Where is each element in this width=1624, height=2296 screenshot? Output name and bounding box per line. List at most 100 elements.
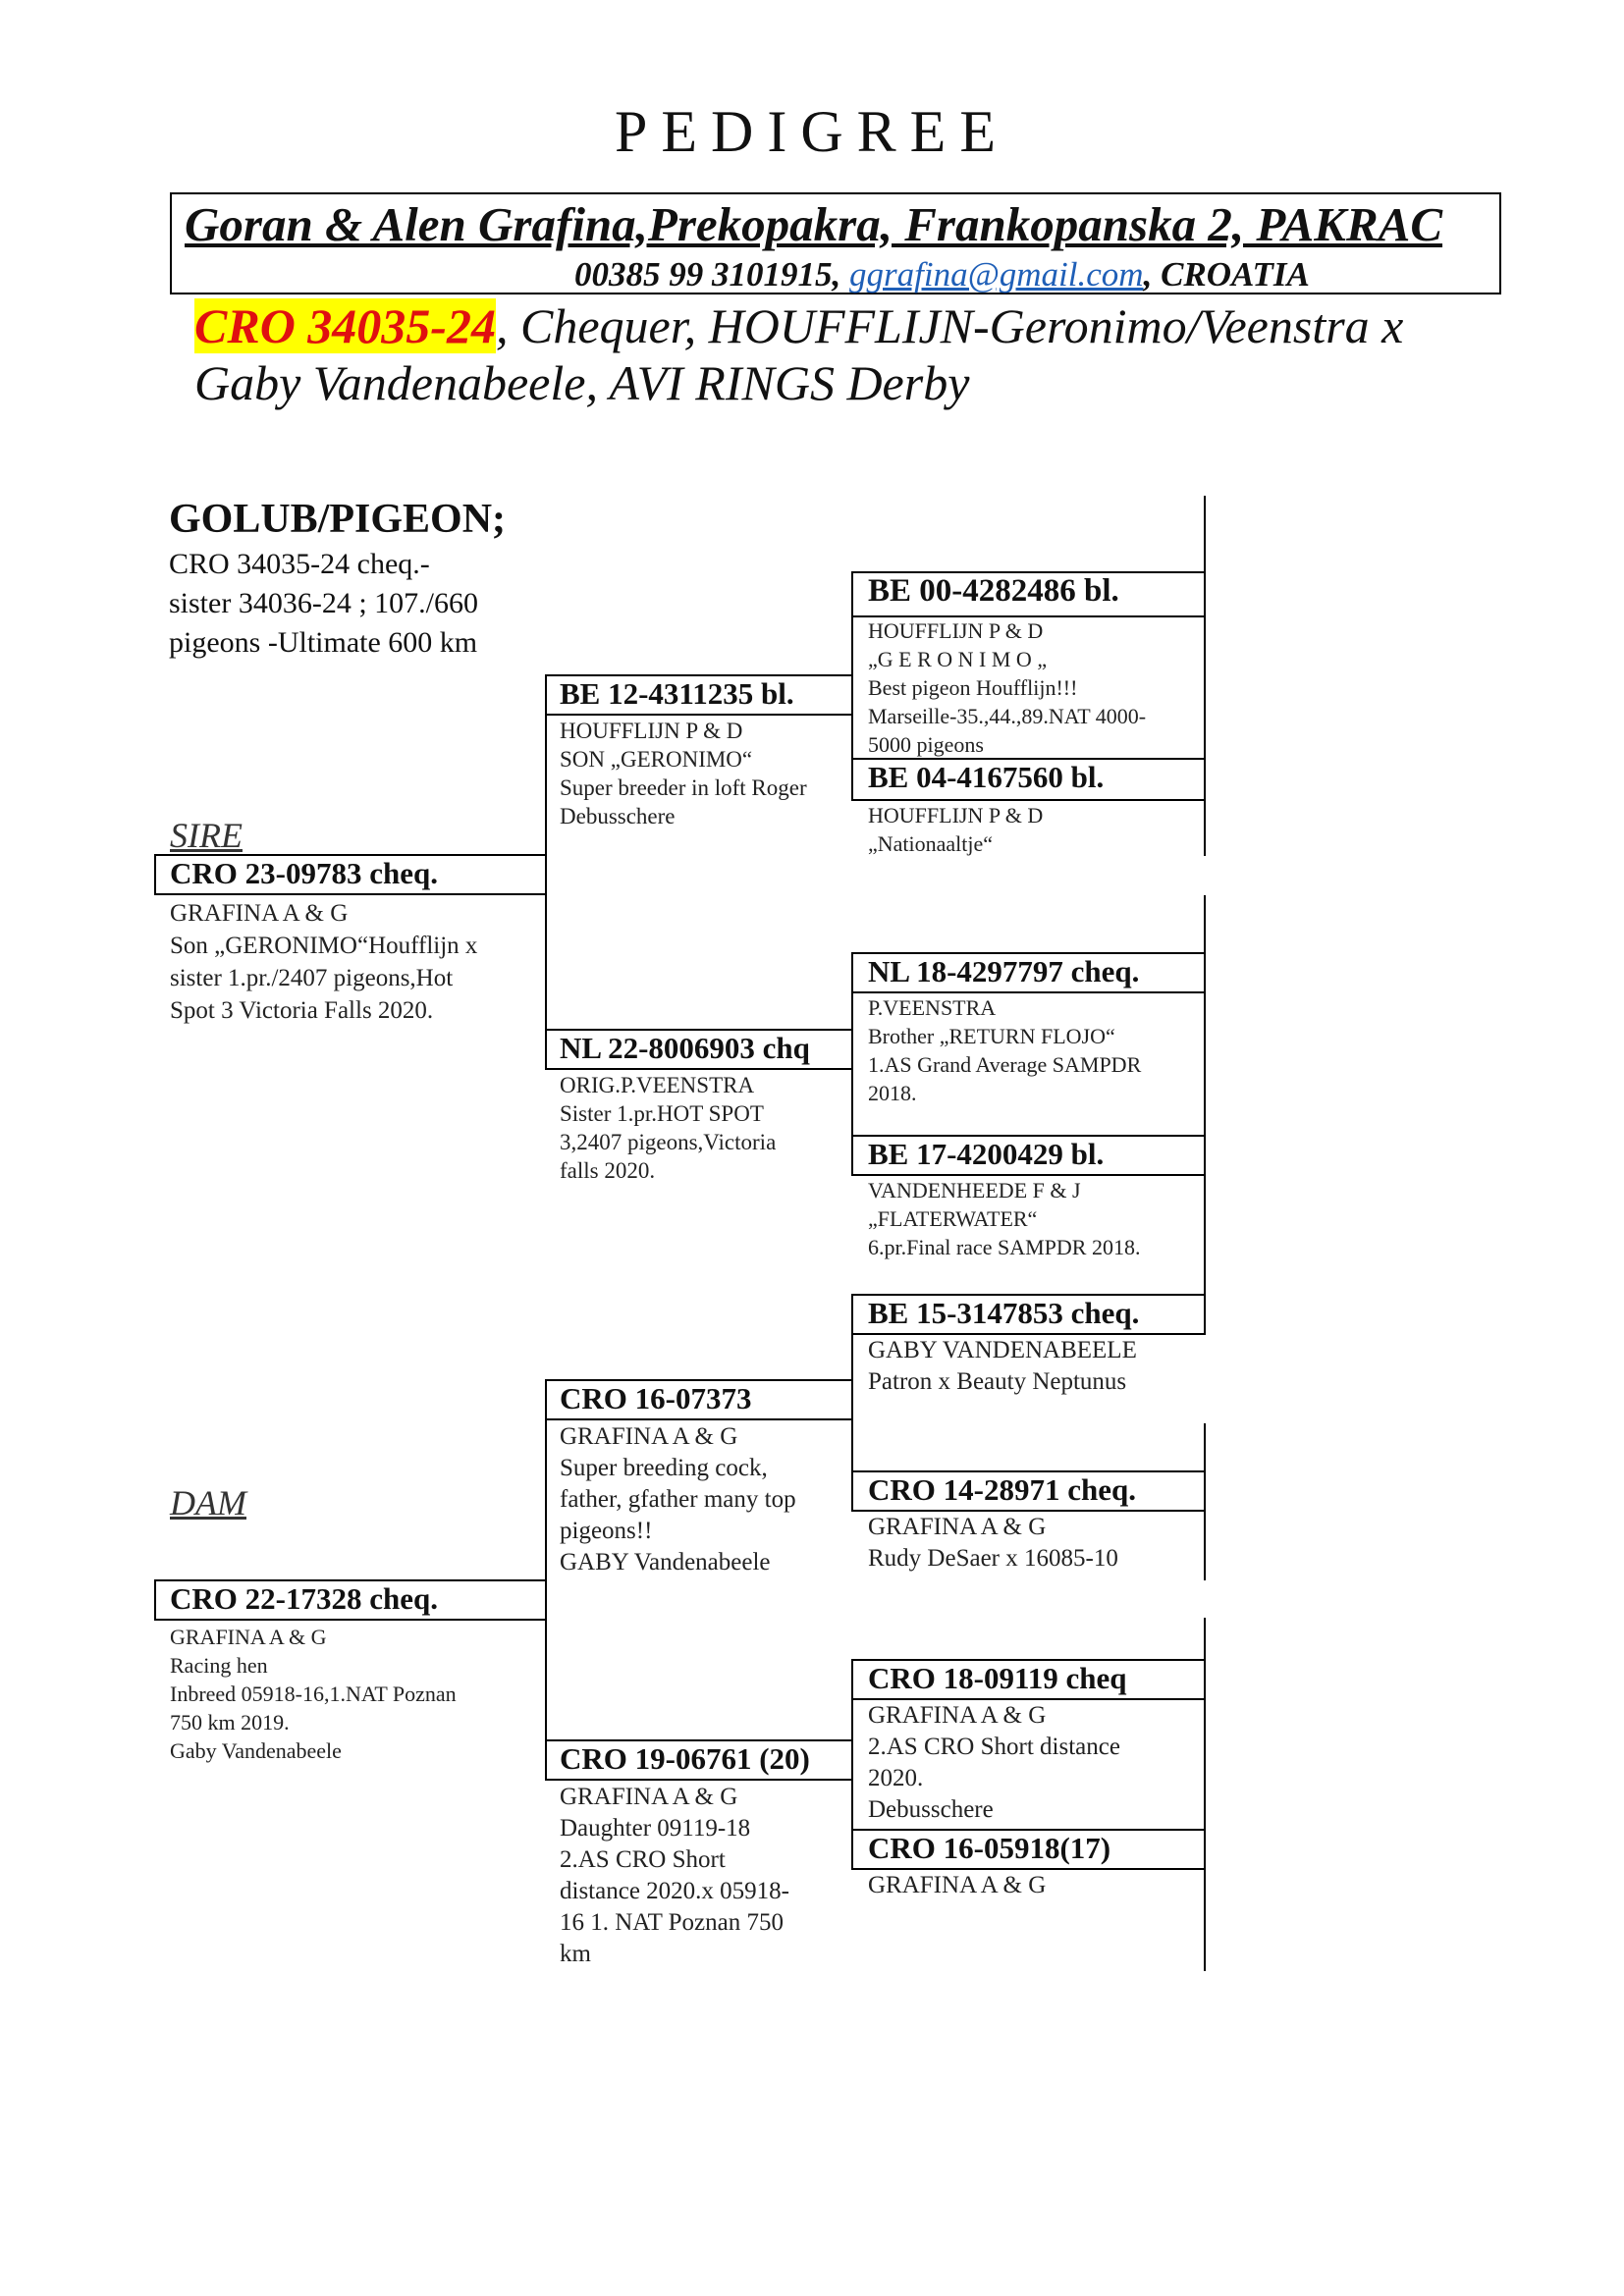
ss-branch-line (851, 571, 853, 801)
pigeon-heading: CRO 34035-24, Chequer, HOUFFLIJN-Geronim… (194, 297, 1403, 411)
dsd-ring: CRO 14-28971 cheq. (868, 1472, 1136, 1507)
sire-bottom-line (154, 893, 545, 895)
sire-left-line (154, 854, 156, 895)
ss-line: Debusschere (560, 804, 676, 828)
dam-ring: CRO 22-17328 cheq. (170, 1581, 438, 1616)
ss-description: HOUFFLIJN P & D SON „GERONIMO“ Super bre… (560, 717, 807, 830)
ssd-description: HOUFFLIJN P & D „Nationaaltje“ (868, 801, 1043, 858)
dam-line: 750 km 2019. (170, 1710, 290, 1735)
dds-bottom-line (851, 1698, 1204, 1700)
dd-line: 16 1. NAT Poznan 750 (560, 1909, 785, 1936)
dd-top-line (545, 1739, 851, 1741)
sds-top-line (851, 952, 1204, 954)
dds-line: Debusschere (868, 1796, 994, 1823)
dd-line: km (560, 1941, 591, 1967)
dss-top-line (851, 1294, 1204, 1296)
ddd-top-line (851, 1829, 1204, 1831)
sire-line: Spot 3 Victoria Falls 2020. (170, 997, 434, 1024)
ssd-line: HOUFFLIJN P & D (868, 803, 1044, 828)
dsd-line: Rudy DeSaer x 16085-10 (868, 1545, 1118, 1572)
owner-email-link[interactable]: ggrafina@gmail.com (849, 255, 1144, 294)
dd-line: GRAFINA A & G (560, 1784, 738, 1810)
dam-line: Gaby Vandenabeele (170, 1738, 342, 1763)
dds-ring: CRO 18-09119 cheq (868, 1661, 1127, 1695)
sd-branch-line (851, 952, 853, 1176)
ddd-description: GRAFINA A & G (868, 1870, 1046, 1901)
owner-contact: 00385 99 3101915, ggrafina@gmail.com, CR… (574, 255, 1310, 294)
right-edge-line (1204, 496, 1206, 856)
subject-line: CRO 34035-24 cheq.- (169, 548, 430, 580)
sd-ring: NL 22-8006903 chq (560, 1031, 810, 1065)
sds-line: 2018. (868, 1081, 917, 1105)
sss-description: HOUFFLIJN P & D „G E R O N I M O „ Best … (868, 616, 1146, 759)
page-title: PEDIGREE (615, 99, 1009, 164)
sdd-ring: BE 17-4200429 bl. (868, 1137, 1105, 1171)
ddd-line: GRAFINA A & G (868, 1872, 1047, 1898)
ds-ring: CRO 16-07373 (560, 1381, 752, 1415)
sdd-description: VANDENHEEDE F & J „FLATERWATER“ 6.pr.Fin… (868, 1176, 1140, 1261)
dsd-top-line (851, 1470, 1204, 1472)
ddd-ring: CRO 16-05918(17) (868, 1831, 1111, 1865)
sdd-line: 6.pr.Final race SAMPDR 2018. (868, 1235, 1141, 1259)
ssd-ring: BE 04-4167560 bl. (868, 760, 1105, 794)
sire-line: GRAFINA A & G (170, 900, 349, 927)
subject-line: pigeons -Ultimate 600 km (169, 626, 478, 659)
dd-line: distance 2020.x 05918- (560, 1878, 789, 1904)
sire-label: SIRE (170, 816, 243, 855)
ssd-top-line (851, 758, 1204, 760)
sss-top-line (851, 571, 1204, 573)
dam-left-line (154, 1579, 156, 1621)
sds-bottom-line (851, 991, 1204, 993)
ss-line: Super breeder in loft Roger (560, 775, 807, 800)
dds-line: 2.AS CRO Short distance (868, 1734, 1120, 1760)
sss-bottom-line (851, 615, 1204, 617)
dam-line: Inbreed 05918-16,1.NAT Poznan (170, 1682, 457, 1706)
owner-country: , CROATIA (1143, 255, 1310, 294)
sss-line: Marseille-35.,44.,89.NAT 4000- (868, 704, 1147, 728)
ss-top-line (545, 674, 851, 676)
sd-bottom-line (545, 1068, 851, 1070)
dss-line: GABY VANDENABEELE (868, 1337, 1137, 1363)
dsd-line: GRAFINA A & G (868, 1514, 1047, 1540)
dd-description: GRAFINA A & G Daughter 09119-18 2.AS CRO… (560, 1782, 789, 1970)
sire-branch-line (545, 674, 547, 1070)
dam-line: GRAFINA A & G (170, 1625, 327, 1649)
dd-ring: CRO 19-06761 (20) (560, 1741, 810, 1776)
ss-line: HOUFFLIJN P & D (560, 719, 743, 743)
dam-description: GRAFINA A & G Racing hen Inbreed 05918-1… (170, 1623, 457, 1765)
ss-ring: BE 12-4311235 bl. (560, 676, 794, 711)
right-edge-line (1204, 1423, 1206, 1580)
ssd-bottom-line (851, 799, 1204, 801)
ds-line: GRAFINA A & G (560, 1423, 738, 1450)
ds-line: GABY Vandenabeele (560, 1549, 771, 1575)
dd-line: Daughter 09119-18 (560, 1815, 751, 1842)
dam-top-line (154, 1579, 545, 1581)
sire-line: sister 1.pr./2407 pigeons,Hot (170, 965, 454, 991)
sd-top-line (545, 1029, 851, 1031)
sss-line: HOUFFLIJN P & D (868, 618, 1044, 643)
ds-line: pigeons!! (560, 1518, 653, 1544)
dam-branch-line (545, 1379, 547, 1781)
subject-line: sister 34036-24 ; 107./660 (169, 587, 478, 619)
sire-description: GRAFINA A & G Son „GERONIMO“Houfflijn x … (170, 897, 477, 1027)
sdd-top-line (851, 1135, 1204, 1137)
dam-label: DAM (170, 1483, 246, 1522)
sd-line: falls 2020. (560, 1158, 656, 1183)
ds-branch-line (851, 1294, 853, 1512)
sire-line: Son „GERONIMO“Houfflijn x (170, 933, 478, 959)
sss-ring: BE 00-4282486 bl. (868, 573, 1119, 609)
ddd-bottom-line (851, 1868, 1204, 1870)
sds-line: Brother „RETURN FLOJO“ (868, 1024, 1115, 1048)
dds-top-line (851, 1659, 1204, 1661)
sds-description: P.VEENSTRA Brother „RETURN FLOJO“ 1.AS G… (868, 993, 1141, 1107)
owner-box (170, 192, 1501, 294)
ds-line: Super breeding cock, (560, 1455, 768, 1481)
subject-heading: GOLUB/PIGEON; (169, 497, 507, 542)
right-edge-line (1204, 895, 1206, 1260)
ssd-line: „Nationaaltje“ (868, 831, 994, 856)
ss-line: SON „GERONIMO“ (560, 747, 753, 772)
sd-line: Sister 1.pr.HOT SPOT (560, 1101, 764, 1126)
dd-branch-line (851, 1659, 853, 1870)
dds-line: GRAFINA A & G (868, 1702, 1047, 1729)
sss-line: 5000 pigeons (868, 732, 984, 757)
